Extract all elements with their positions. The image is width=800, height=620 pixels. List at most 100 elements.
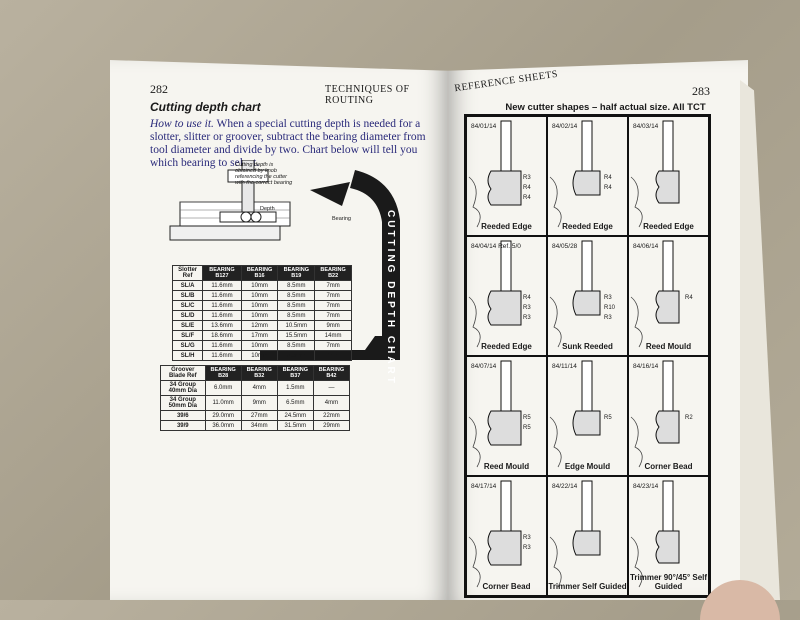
- cutter-shank: [581, 360, 593, 412]
- table-cell: 11.6mm: [202, 290, 242, 301]
- groover-header-b28: BEARING B28: [204, 365, 242, 381]
- table-cell: 7mm: [314, 340, 352, 351]
- radius-mark: R3: [523, 315, 531, 321]
- workpiece-profile: [630, 176, 643, 228]
- table-cell: SL/H: [171, 350, 204, 361]
- table-cell: 29mm: [312, 420, 351, 431]
- table-cell: 31.5mm: [276, 420, 314, 431]
- groover-table: Groover Blade Ref BEARING B28 BEARING B3…: [160, 365, 351, 431]
- bearing-icon-2: [250, 211, 262, 223]
- table-cell: 15.5mm: [277, 330, 316, 341]
- cutter-label: Trimmer Self Guided: [548, 582, 627, 591]
- table-cell: 8.5mm: [277, 350, 316, 361]
- cutter-profile-drawing: [468, 360, 522, 468]
- cutter-label: Reed Mould: [483, 462, 530, 471]
- table-cell: —: [312, 380, 351, 396]
- cutter-shank: [662, 240, 674, 292]
- table-cell: 10mm: [240, 350, 279, 361]
- table-cell: 18.6mm: [202, 330, 242, 341]
- cutting-depth-diagram: [169, 160, 400, 360]
- collet: [227, 169, 269, 183]
- table-cell: SL/F: [171, 330, 204, 341]
- radius-mark: R2: [685, 415, 693, 421]
- cutter-body: [655, 410, 680, 444]
- table-cell: 34mm: [240, 420, 278, 431]
- workpiece-profile: [549, 536, 562, 588]
- cutter-label: Sunk Reeded: [562, 342, 613, 351]
- table-cell: 13.6mm: [202, 320, 242, 331]
- table-cell: 7mm: [314, 350, 352, 361]
- slotter-header-b127: BEARING B127: [202, 265, 242, 281]
- cutter-code: 84/04/14 Ref. 5/0: [471, 243, 521, 250]
- slotter-header-b22: BEARING B22: [314, 265, 352, 281]
- cutter-code: 84/23/14: [633, 483, 659, 490]
- chart-banner-text: CUTTING DEPTH CHART: [385, 210, 396, 386]
- arrow-icon: [310, 182, 350, 206]
- table-cell: 14mm: [314, 330, 352, 341]
- table-cell: SL/E: [171, 320, 204, 331]
- base-board: [169, 225, 281, 241]
- cutter-label: Reeded Edge: [481, 342, 532, 351]
- cutter-code: 84/16/14: [633, 363, 659, 370]
- cutter-label: Reeded Edge: [562, 222, 613, 231]
- cutter-label: Reed Mould: [645, 342, 692, 351]
- right-page: REFERENCE SHEETS 283 New cutter shapes –…: [448, 60, 748, 600]
- groover-header-b32: BEARING B32: [240, 365, 278, 381]
- section-title: Cutting depth chart: [150, 100, 261, 114]
- workpiece-profile: [630, 536, 643, 588]
- table-cell: 17mm: [240, 330, 279, 341]
- workpiece-profile: [630, 296, 643, 348]
- radius-mark: R4: [523, 295, 531, 301]
- table-cell: 11.0mm: [204, 395, 242, 411]
- chart-banner-shape: [350, 170, 400, 360]
- cutter-profile-drawing: [630, 360, 680, 468]
- cutter-profile-drawing: [468, 240, 522, 348]
- cutter-body: [572, 410, 601, 436]
- cutter-profile-drawing: [630, 120, 680, 228]
- table-cell: 10.5mm: [277, 320, 316, 331]
- table-cell: 29.0mm: [204, 410, 242, 421]
- intro-text: When a special cutting depth is needed f…: [150, 118, 426, 169]
- radius-mark: R4: [685, 295, 693, 301]
- bearing-icon: [240, 211, 252, 223]
- bearing-label: Bearing: [332, 216, 351, 222]
- table-cell: 22mm: [312, 410, 351, 421]
- cutter-body: [487, 410, 522, 446]
- cutter-profile-drawing: [468, 120, 522, 228]
- cutter-code: 84/07/14: [471, 363, 497, 370]
- cutter-profile-drawing: [549, 480, 601, 588]
- cutter-code: 84/01/14: [471, 123, 497, 130]
- table-cell: 34 Group 50mm Dia: [160, 395, 206, 411]
- table-cell: 10mm: [240, 310, 279, 321]
- table-cell: 10mm: [240, 290, 279, 301]
- table-cell: 6.5mm: [276, 395, 314, 411]
- cutter-body: [487, 170, 522, 206]
- cutter-profile-drawing: [630, 240, 680, 348]
- cutter-body: [487, 530, 522, 566]
- cutter-shapes-caption: New cutter shapes – half actual size. Al…: [505, 102, 706, 113]
- cutter-code: 84/06/14: [633, 243, 659, 250]
- table-cell: 9mm: [240, 395, 278, 411]
- cutter-label: Reeded Edge: [643, 222, 694, 231]
- table-cell: 9mm: [314, 320, 352, 331]
- table-cell: 10mm: [240, 340, 279, 351]
- table-cell: 8.5mm: [277, 280, 316, 291]
- radius-mark: R3: [604, 295, 612, 301]
- cutter-shank: [581, 120, 593, 172]
- table-cell: 4mm: [312, 395, 351, 411]
- cutter-shank: [500, 480, 512, 532]
- table-cell: 7mm: [314, 280, 352, 291]
- left-running-head: TECHNIQUES OF ROUTING: [325, 84, 410, 106]
